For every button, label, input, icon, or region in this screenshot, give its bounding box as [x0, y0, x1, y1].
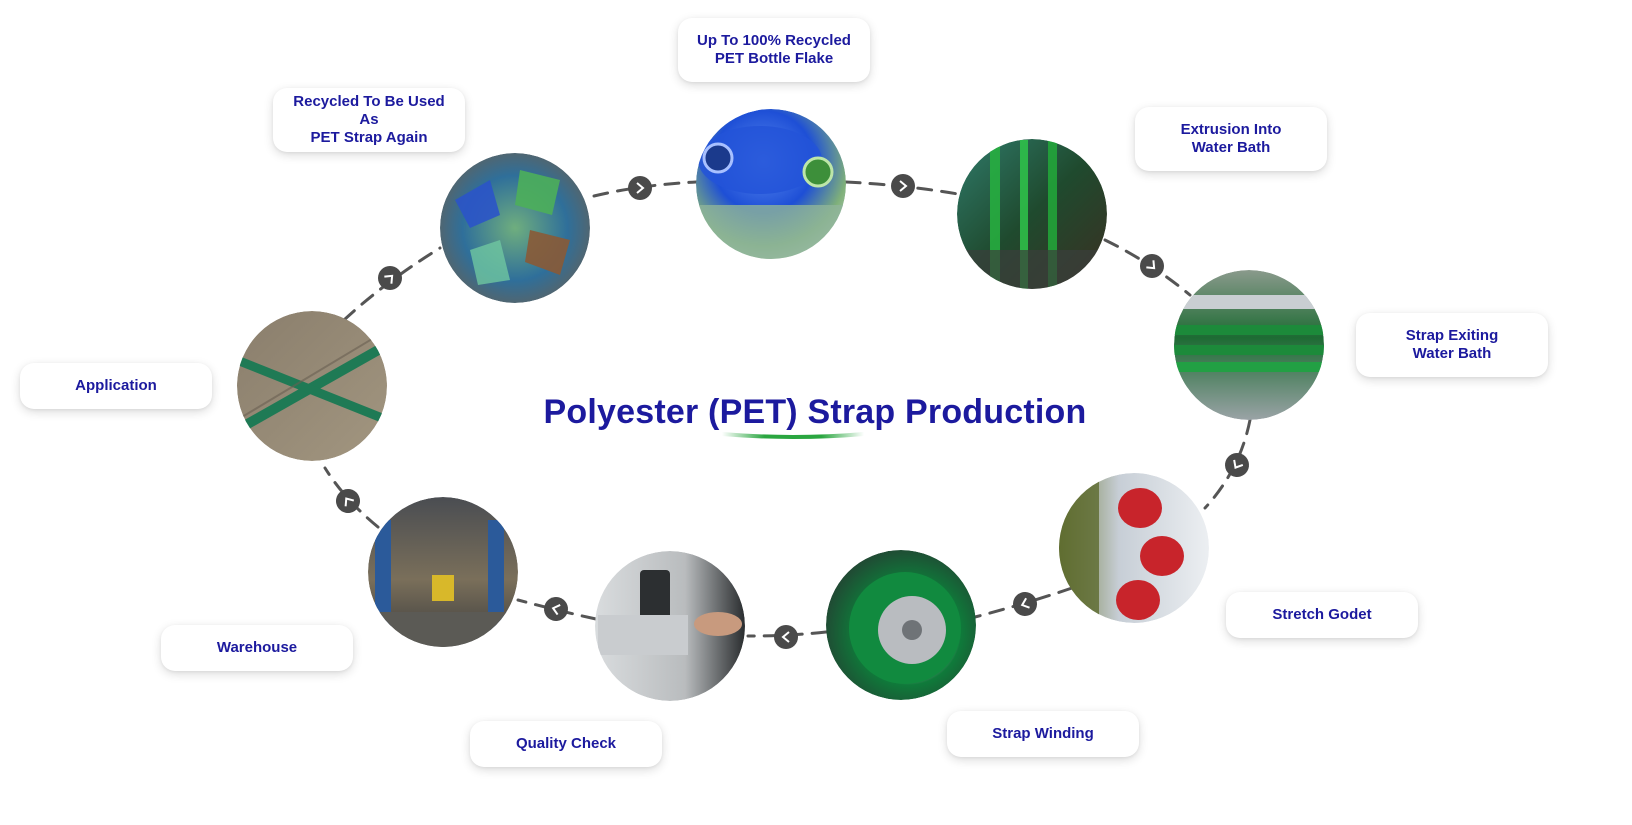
step-label-text: Quality Check: [515, 735, 617, 752]
step-label-text: Recycled To Be Used As PET Strap Again: [293, 93, 445, 146]
chevron-arrow-icon: [628, 176, 652, 200]
strap-exiting-water-bath-photo: [1174, 270, 1324, 420]
step-label-quality-check: Quality Check: [470, 721, 662, 767]
chevron-arrow-icon: [544, 597, 568, 621]
arrow-badges: [336, 174, 1249, 649]
chevron-arrow-icon: [891, 174, 915, 198]
chevron-arrow-icon: [1225, 453, 1249, 477]
step-label-warehouse: Warehouse: [161, 625, 353, 671]
step-label-strap-winding: Strap Winding: [947, 711, 1139, 757]
step-label-text: Strap Winding: [992, 725, 1094, 742]
chevron-arrow-icon: [1140, 254, 1164, 278]
chevron-arrow-icon: [774, 625, 798, 649]
recycled-flake-photo: [440, 153, 590, 303]
step-label-text: Stretch Godet: [1272, 606, 1372, 623]
warehouse-photo: [368, 497, 518, 647]
step-label-pet-bottle-flake: Up To 100% Recycled PET Bottle Flake: [678, 18, 870, 82]
step-label-stretch-godet: Stretch Godet: [1226, 592, 1418, 638]
step-label-extrusion: Extrusion Into Water Bath: [1135, 107, 1327, 171]
quality-check-photo: [595, 551, 745, 701]
step-label-text: Strap Exiting Water Bath: [1405, 327, 1499, 362]
step-label-text: Up To 100% Recycled PET Bottle Flake: [697, 32, 851, 67]
stretch-godet-photo: [1059, 473, 1209, 623]
chevron-arrow-icon: [336, 489, 360, 513]
step-label-text: Application: [75, 377, 157, 394]
step-label-text: Warehouse: [216, 639, 298, 656]
step-label-strap-exiting: Strap Exiting Water Bath: [1356, 313, 1548, 377]
extrusion-water-bath-photo: [957, 139, 1107, 289]
chevron-arrow-icon: [1013, 592, 1037, 616]
step-label-text: Extrusion Into Water Bath: [1180, 121, 1282, 156]
application-photo: [237, 311, 387, 461]
pet-bottle-flake-photo: [696, 109, 846, 259]
title-underline: [720, 432, 866, 439]
step-label-application: Application: [20, 363, 212, 409]
strap-winding-photo: [826, 550, 976, 700]
step-label-recycled: Recycled To Be Used As PET Strap Again: [273, 88, 465, 152]
chevron-arrow-icon: [378, 266, 402, 290]
diagram-title: Polyester (PET) Strap Production: [543, 393, 1087, 431]
